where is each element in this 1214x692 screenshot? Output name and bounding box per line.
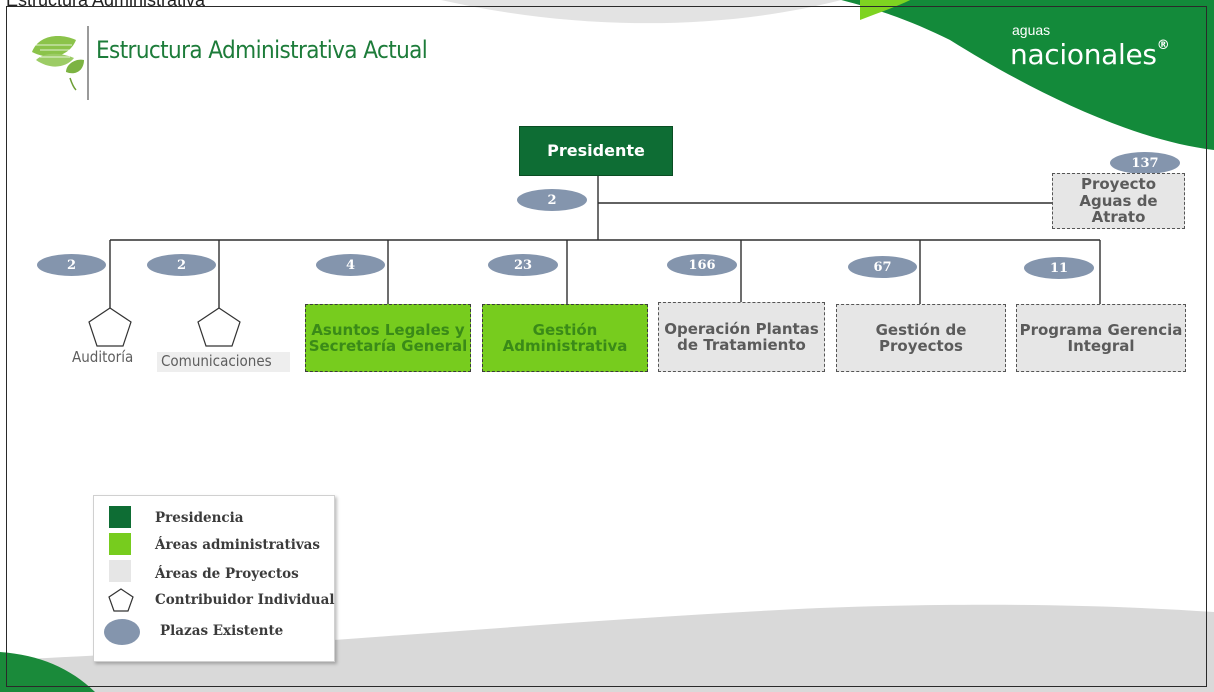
gestion-admin-plazas-badge: 23 <box>488 254 558 276</box>
legend-presidencia-swatch <box>109 506 131 528</box>
org-chart-connectors <box>109 176 1101 308</box>
comunicaciones-plazas-badge: 2 <box>147 254 216 276</box>
top-right-green-swoosh <box>841 0 1214 150</box>
leaf-logo-icon <box>32 36 84 91</box>
legend-plazas-label: Plazas Existente <box>160 623 284 639</box>
page-title: Estructura Administrativa Actual <box>96 36 428 64</box>
top-gray-swoosh <box>441 0 842 24</box>
legend-contribuidor-label: Contribuidor Individual <box>155 592 335 608</box>
legend-ellipse-icon <box>104 619 140 645</box>
legend: Presidencia Áreas administrativas Áreas … <box>93 495 335 662</box>
auditoria-label: Auditoría <box>72 348 134 366</box>
legend-admin-swatch <box>109 533 131 555</box>
legales-plazas-badge: 4 <box>316 254 385 276</box>
programa-gerencia-box: Programa Gerencia Integral <box>1016 304 1186 372</box>
comunicaciones-label: Comunicaciones <box>157 352 290 372</box>
legend-presidencia-label: Presidencia <box>155 510 244 526</box>
title-divider <box>87 26 89 100</box>
proyecto-atrato-box: Proyecto Aguas de Atrato <box>1052 173 1185 229</box>
legend-proyectos-swatch <box>109 560 131 582</box>
comunicaciones-pentagon-icon <box>197 307 241 347</box>
legend-proyectos-label: Áreas de Proyectos <box>155 566 299 582</box>
legend-pentagon-icon <box>108 588 134 612</box>
top-clipped-title: Estructura Administrativa <box>6 0 206 10</box>
brand-small-text: aguas <box>1012 22 1051 38</box>
bottom-gray-swoosh <box>0 604 1214 692</box>
gestion-administrativa-box: Gestión Administrativa <box>482 304 648 372</box>
programa-plazas-badge: 11 <box>1024 257 1094 279</box>
brand-registered-mark: ® <box>1156 38 1170 53</box>
auditoria-pentagon-icon <box>88 307 132 347</box>
brand-logo: nacionales® <box>1010 38 1170 71</box>
asuntos-legales-box: Asuntos Legales y Secretaría General <box>305 304 471 372</box>
presidente-box: Presidente <box>519 126 673 176</box>
brand-name: nacionales <box>1010 38 1157 71</box>
legend-admin-label: Áreas administrativas <box>155 537 321 553</box>
auditoria-plazas-badge: 2 <box>37 254 106 276</box>
gestion-proyectos-box: Gestión de Proyectos <box>836 304 1006 372</box>
top-accent-swoosh <box>860 0 911 20</box>
gestion-proyectos-plazas-badge: 67 <box>848 256 917 278</box>
atrato-plazas-badge: 137 <box>1110 152 1180 174</box>
operacion-plazas-badge: 166 <box>667 254 737 276</box>
bottom-left-green-swoosh <box>0 652 95 692</box>
operacion-plantas-box: Operación Plantas de Tratamiento <box>658 302 825 372</box>
presidente-plazas-badge: 2 <box>517 189 587 211</box>
